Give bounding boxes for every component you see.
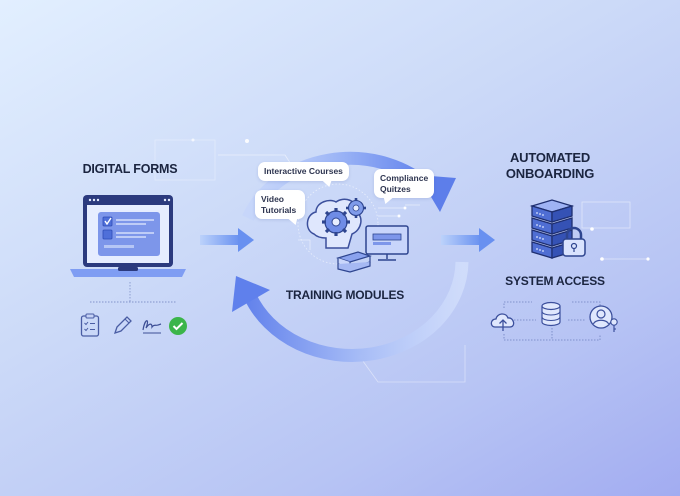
gear-small-icon xyxy=(346,198,366,218)
interactive-courses-text: Interactive Courses xyxy=(264,166,343,176)
pen-icon xyxy=(113,316,132,335)
compliance-line2: Quitzes xyxy=(380,183,411,194)
flow-arrow-right xyxy=(441,228,495,252)
forms-connector xyxy=(90,282,176,303)
compliance-line1: Compliance xyxy=(380,173,429,183)
user-key-icon xyxy=(589,305,618,332)
circuit-line xyxy=(298,239,311,250)
laptop-icon xyxy=(70,195,186,277)
circuit-line xyxy=(359,345,466,383)
server-stack-icon xyxy=(529,199,575,259)
brain-gears-icon xyxy=(297,183,379,265)
circuit-box xyxy=(154,139,216,181)
flow-arrow-left xyxy=(200,228,254,252)
automated-onboarding-line1: AUTOMATED xyxy=(509,150,591,165)
glow-dot xyxy=(191,138,195,142)
glow-dot xyxy=(600,257,604,261)
system-access-title: SYSTEM ACCESS xyxy=(505,274,605,288)
bubble-interactive-courses: Interactive Courses xyxy=(258,162,349,181)
glow-dot xyxy=(646,257,650,261)
video-tutorials-line2: Tutorials xyxy=(261,204,297,215)
system-access-connectors xyxy=(503,301,601,341)
bubble-compliance-quizzes: Compliance Quitzes xyxy=(374,169,435,199)
check-circle-icon xyxy=(169,317,187,335)
books-icon xyxy=(336,251,372,273)
gear-large-icon xyxy=(322,208,350,236)
cycle-arrow-bottom xyxy=(244,261,469,362)
training-modules-title: TRAINING MODULES xyxy=(285,288,405,302)
database-icon xyxy=(541,301,561,327)
monitor-icon xyxy=(365,225,409,261)
video-tutorials-line1: Video xyxy=(261,194,284,204)
clipboard-checklist-icon xyxy=(80,313,100,337)
glow-dot xyxy=(590,227,594,231)
cloud-upload-icon xyxy=(490,313,515,331)
digital-forms-title: DIGITAL FORMS xyxy=(82,162,178,176)
glow-dot xyxy=(245,139,249,143)
lock-icon xyxy=(562,226,586,257)
automated-onboarding-title: AUTOMATED ONBOARDING xyxy=(490,150,610,181)
automated-onboarding-line2: ONBOARDING xyxy=(505,165,595,181)
circuit-box xyxy=(581,201,631,229)
training-circuit xyxy=(378,206,407,218)
bubble-video-tutorials: Video Tutorials xyxy=(255,190,305,220)
cycle-arrow-bottom-head xyxy=(232,276,270,312)
signature-icon xyxy=(142,320,162,334)
